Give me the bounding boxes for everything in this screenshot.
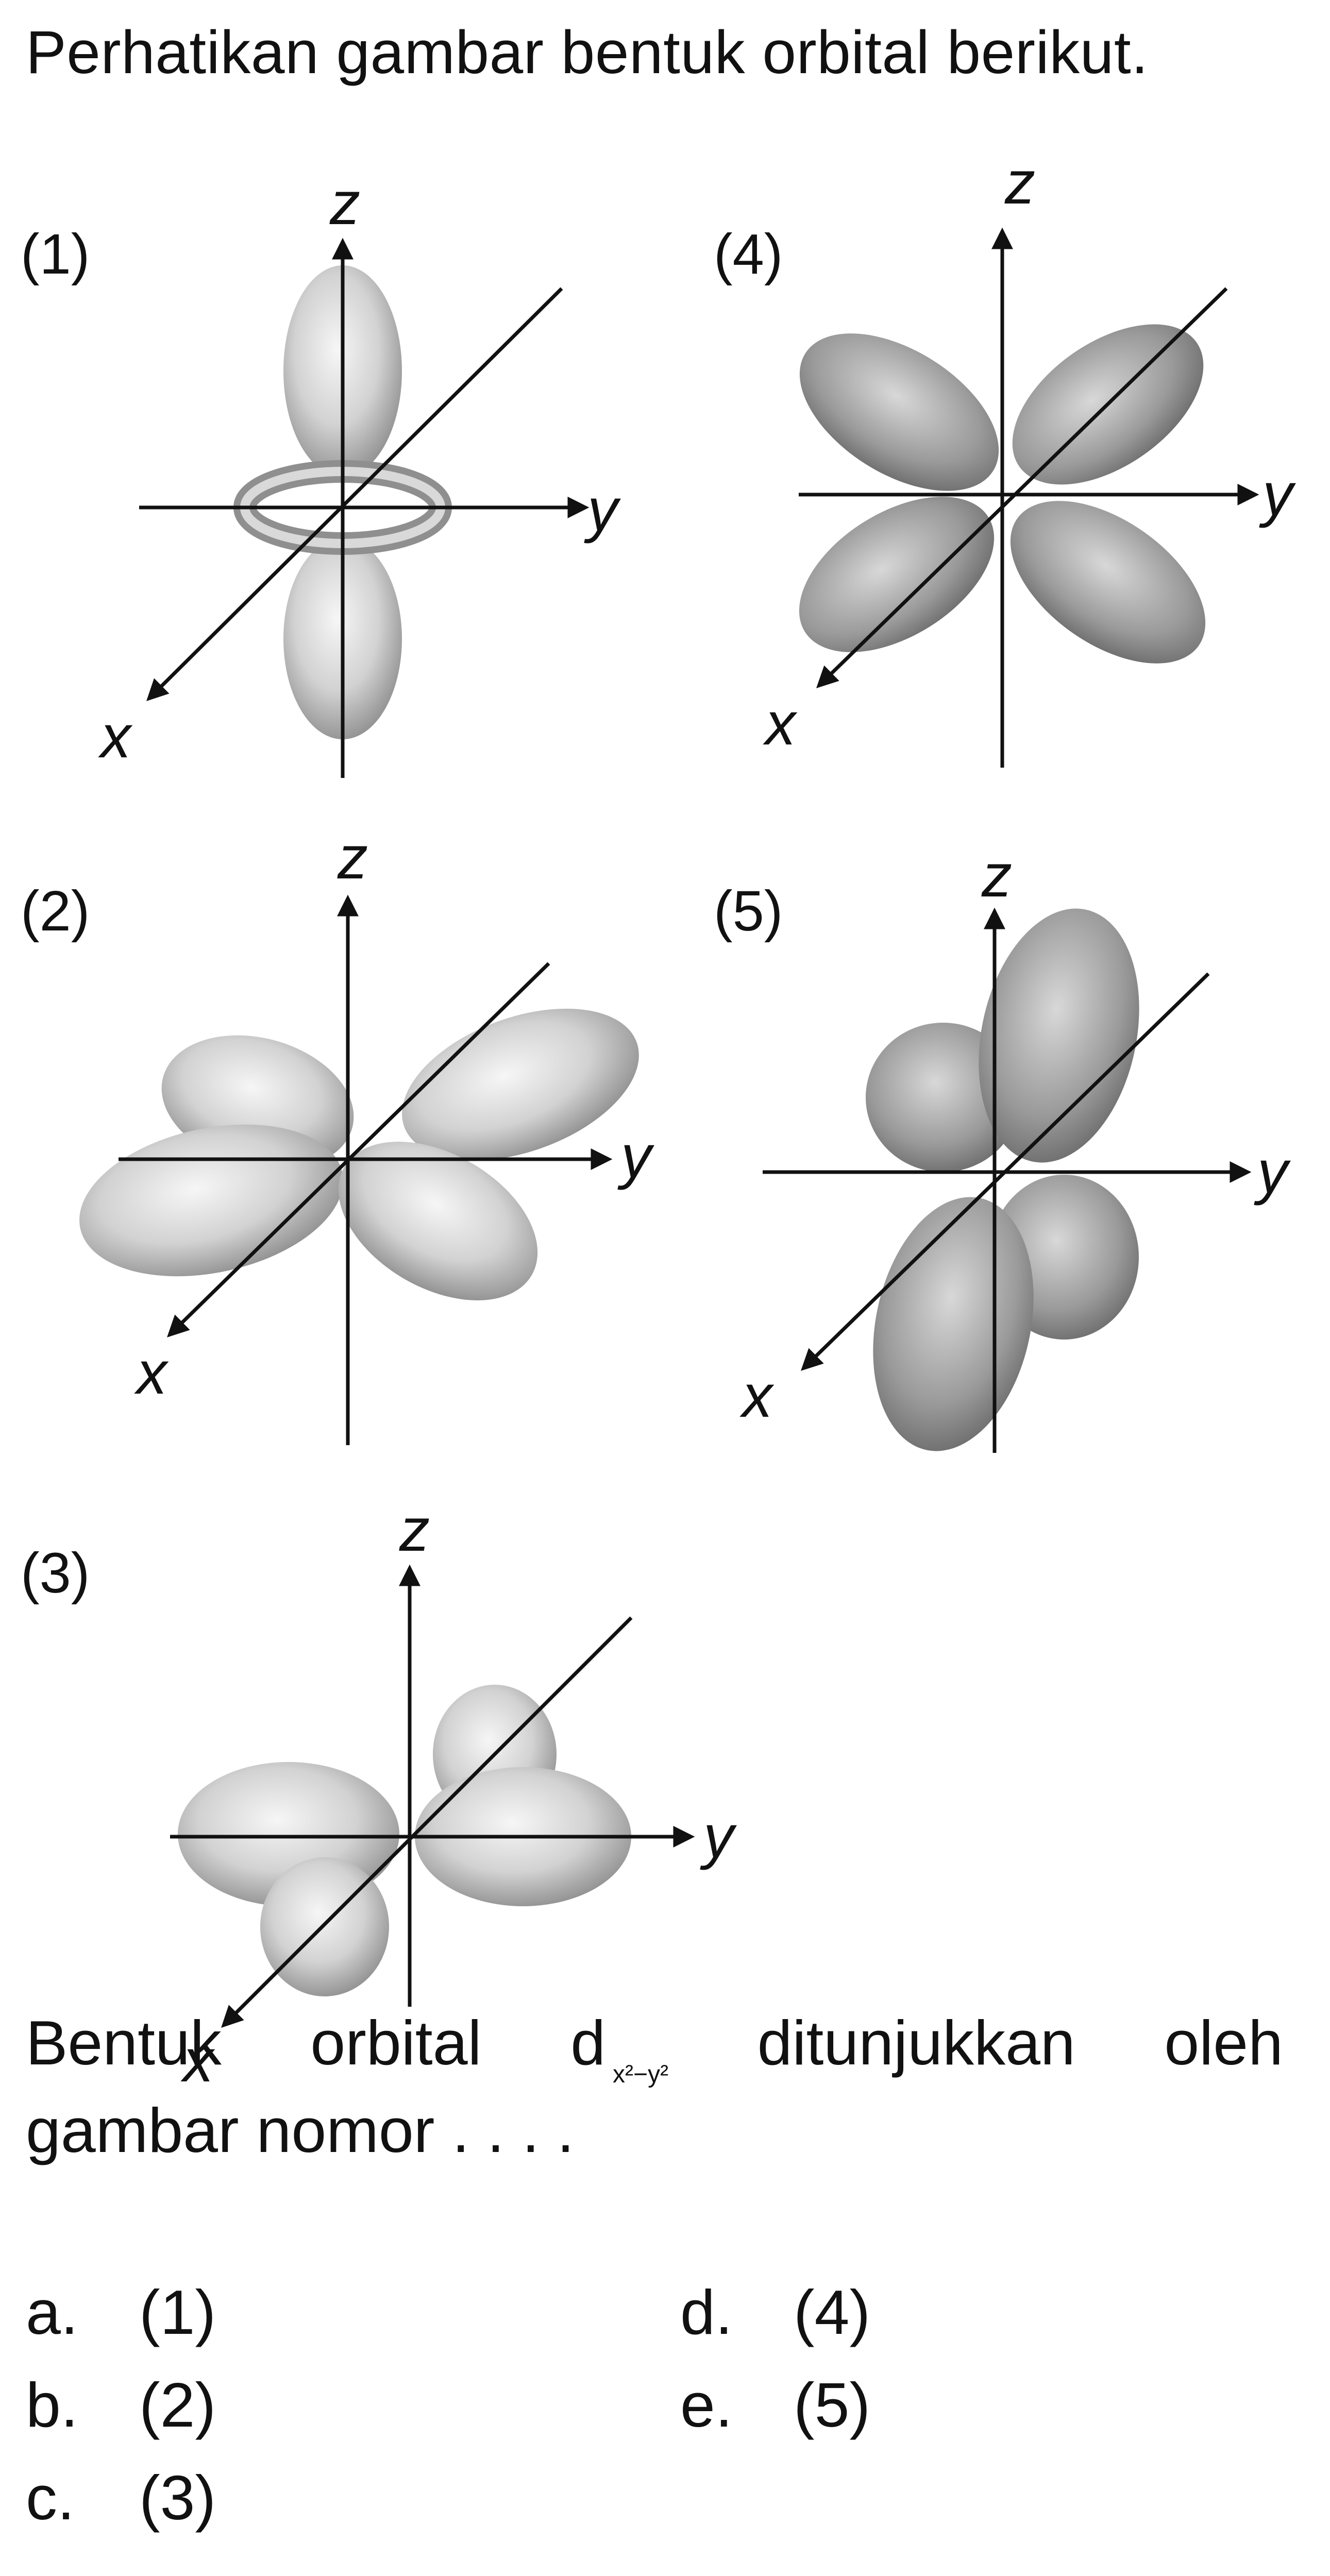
figure-4-diagram: z y x <box>763 149 1296 768</box>
figure-2-x-axis <box>166 962 550 1337</box>
option-b-value: (2) <box>139 2370 216 2440</box>
option-b-letter: b. <box>26 2370 78 2440</box>
option-a-value: (1) <box>139 2277 216 2347</box>
figure-5-y-label: y <box>1254 1138 1291 1206</box>
figure-1-diagram: z y x <box>98 170 621 778</box>
figure-4-label: (4) <box>714 223 783 286</box>
figure-2-x-label: x <box>134 1339 169 1407</box>
figure-4-lobe-upper-left <box>799 333 999 491</box>
figure-1-label: (1) <box>21 223 90 286</box>
question-word-3: ditunjukkan <box>757 2008 1075 2078</box>
figure-3-diagram: z y x <box>170 1496 737 2095</box>
figure-2-y-label: y <box>617 1123 654 1191</box>
figure-4-z-label: z <box>1004 149 1035 217</box>
option-c-value: (3) <box>139 2463 216 2533</box>
figure-4-y-label: y <box>1259 461 1296 529</box>
option-d-value: (4) <box>794 2277 871 2347</box>
option-a-letter: a. <box>26 2277 78 2347</box>
option-d-letter: d. <box>680 2277 733 2347</box>
option-e-value: (5) <box>794 2370 871 2440</box>
figure-4-lobe-lower-left <box>799 497 995 652</box>
question-text: Bentuk orbital d x²−y² ditunjukkan oleh g… <box>26 1999 1299 2174</box>
option-d[interactable]: d. (4) <box>680 2267 870 2358</box>
figure-2-z-label: z <box>337 824 368 892</box>
figure-1-x-axis <box>146 287 563 701</box>
figure-1-x-label: x <box>98 703 133 771</box>
option-a[interactable]: a. (1) <box>26 2267 216 2358</box>
figure-2-diagram: z y x <box>79 824 654 1445</box>
option-e[interactable]: e. (5) <box>680 2360 870 2450</box>
figure-2-lobe-back-right <box>402 1008 639 1161</box>
question-word-1: Bentuk <box>26 2008 222 2078</box>
figure-3-x-axis <box>221 1616 633 2028</box>
orbital-symbol: d x²−y² <box>570 1999 668 2088</box>
option-c-letter: c. <box>26 2463 75 2533</box>
figure-3-y-label: y <box>700 1803 737 1871</box>
figure-1-y-label: y <box>584 476 621 544</box>
figure-3-x-label: x <box>180 2027 215 2095</box>
option-e-letter: e. <box>680 2370 733 2440</box>
figure-5-diagram: z y x <box>739 842 1291 1453</box>
option-b[interactable]: b. (2) <box>26 2360 216 2450</box>
figure-4-x-label: x <box>763 690 798 758</box>
question-word-4: oleh <box>1164 2008 1283 2078</box>
figure-5-x-label: x <box>739 1362 775 1430</box>
figure-5-x-axis <box>800 972 1210 1371</box>
figure-5-z-label: z <box>981 842 1012 910</box>
option-c[interactable]: c. (3) <box>26 2452 216 2543</box>
question-line-2: gambar nomor . . . . <box>26 2095 575 2165</box>
figure-4-x-axis <box>816 287 1228 688</box>
figure-3-z-label: z <box>399 1496 430 1564</box>
instruction-text: Perhatikan gambar bentuk orbital berikut… <box>26 19 1149 87</box>
figure-2-lobe-front-right <box>338 1142 538 1300</box>
figure-5-label: (5) <box>714 879 783 943</box>
figure-2-label: (2) <box>21 879 90 943</box>
orbital-letter: d <box>570 2008 606 2078</box>
orbital-subscript: x²−y² <box>613 2061 669 2088</box>
figure-3-label: (3) <box>21 1541 90 1605</box>
question-word-2: orbital <box>310 2008 482 2078</box>
figure-5-lobe-upper-right <box>979 908 1139 1163</box>
figure-4-lobe-lower-right <box>1010 501 1206 664</box>
figure-1-z-label: z <box>329 170 360 238</box>
figure-2-lobe-front-left <box>79 1124 343 1277</box>
question-line-1: Bentuk orbital d x²−y² ditunjukkan oleh <box>26 1999 1283 2088</box>
